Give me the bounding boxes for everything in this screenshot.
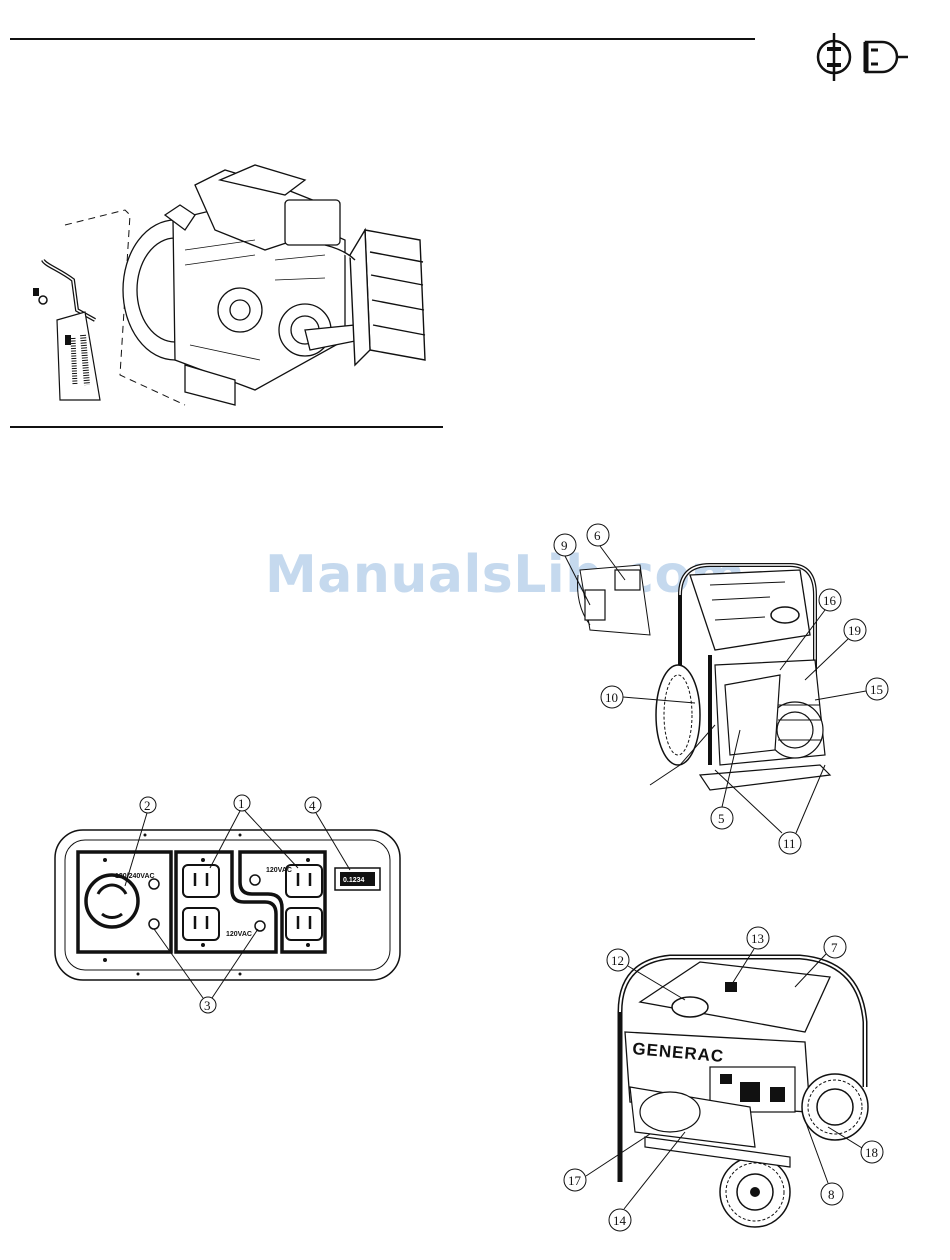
control-panel: 0.1234 120/240VAC 120VAC 120VAC 2 1 4 3 [50,790,410,1020]
callout-12: 12 [611,953,624,968]
callout-1: 1 [238,796,245,811]
callout-7: 7 [831,940,838,955]
warning-tag [57,312,100,400]
callout-10: 10 [605,690,618,705]
generator-rear-view: GENERAC 13 12 7 17 14 8 18 [560,922,900,1252]
twist-lock-outlet [86,875,138,927]
engine-illustration [25,160,445,410]
callout-4: 4 [309,798,316,813]
callout-11: 11 [783,836,796,851]
generator-front-view: 9 6 16 19 10 15 5 11 [550,525,910,855]
callout-6: 6 [594,528,601,543]
label-twist-lock: 120/240VAC [115,873,155,880]
callout-8: 8 [828,1187,835,1202]
callout-17: 17 [568,1173,582,1188]
label-left-outlets: 120VAC [226,931,252,938]
callout-9: 9 [561,538,568,553]
callout-13: 13 [751,931,764,946]
callout-18: 18 [865,1145,878,1160]
callout-16: 16 [823,593,837,608]
generator-plug-icon [808,30,913,85]
callout-19: 19 [848,623,861,638]
callout-3: 3 [204,998,211,1013]
callout-2: 2 [144,798,151,813]
label-right-outlets: 120VAC [266,867,292,874]
callout-5: 5 [718,811,725,826]
callout-15: 15 [870,682,883,697]
meter-display: 0.1234 [343,877,365,884]
section-rule [10,426,443,428]
top-rule [10,38,755,40]
callout-14: 14 [613,1213,627,1228]
